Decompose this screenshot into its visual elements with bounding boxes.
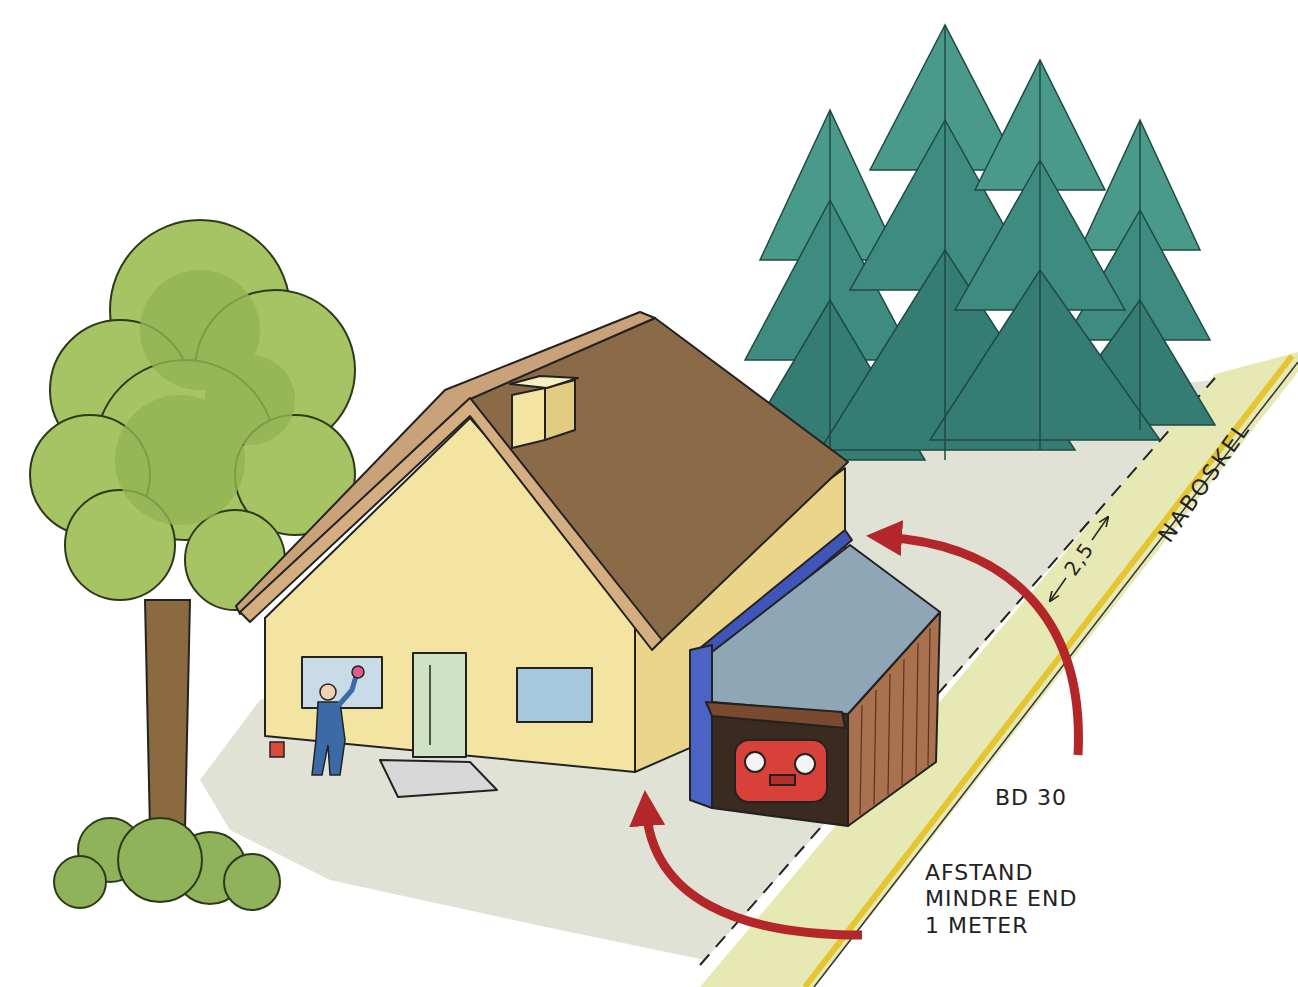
gable-fascia xyxy=(240,398,662,650)
garage-door xyxy=(706,702,845,728)
wall-rating-label: BD 30 xyxy=(995,785,1067,811)
conifer-trees xyxy=(735,25,1215,470)
bush xyxy=(54,818,280,910)
distance-note: AFSTAND MINDRE END 1 METER xyxy=(925,860,1085,939)
dimension-label: 2,5 xyxy=(1059,538,1099,580)
pointer-arrow xyxy=(646,808,862,935)
garage-roof xyxy=(712,545,940,714)
car xyxy=(735,740,827,802)
carport xyxy=(690,530,940,826)
dimension-arrow xyxy=(1050,578,1066,601)
pointer-arrow xyxy=(884,537,1078,755)
dimension-arrow xyxy=(1092,517,1108,540)
boundary-label: NABOSKEL xyxy=(1153,416,1256,548)
person xyxy=(270,666,364,775)
